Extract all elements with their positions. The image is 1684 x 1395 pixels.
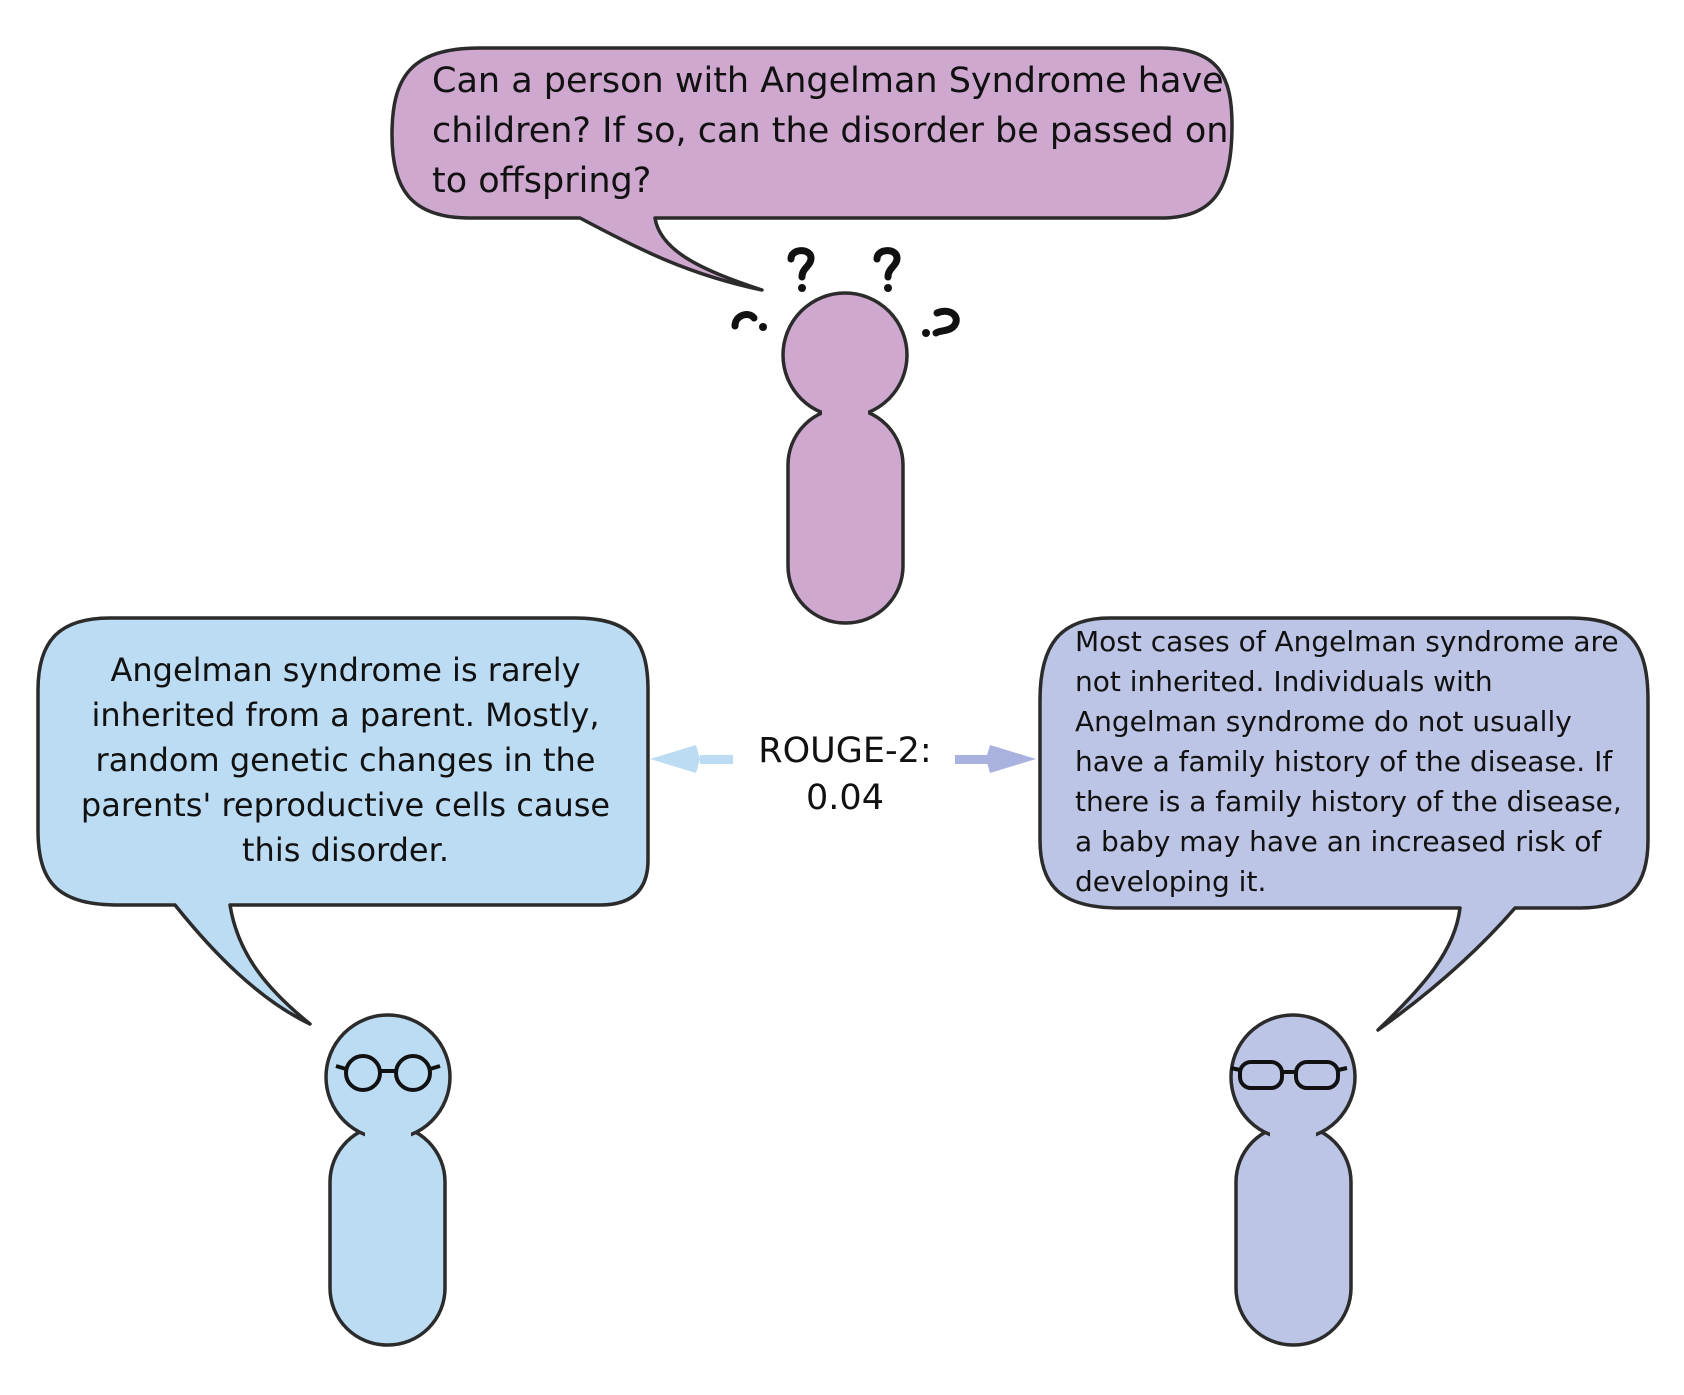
right-answer-bubble: [1038, 616, 1650, 1032]
rectangular-glasses-icon: [1230, 1060, 1348, 1090]
question-mark-dot: [884, 284, 892, 292]
left-answer-bubble: [36, 616, 650, 1026]
right-answerer-figure: [1229, 1013, 1357, 1347]
right-answerer-neck: [1270, 1115, 1316, 1145]
questioner-neck: [822, 395, 868, 425]
question-mark-icon: [787, 247, 815, 281]
question-mark-dot: [798, 284, 806, 292]
metric-value: 0.04: [806, 778, 884, 818]
left-answerer-neck: [365, 1115, 411, 1145]
left-answer-text: Angelman syndrome is rarely inherited fr…: [80, 651, 611, 869]
questioner-body: [786, 406, 905, 625]
question-text: Can a person with Angelman Syndrome have…: [432, 61, 1229, 201]
question-mark-icon: [932, 307, 960, 337]
left-answerer-body: [328, 1123, 447, 1347]
questioner-figure: [781, 291, 909, 625]
question-mark-icon: [873, 247, 901, 281]
right-answerer-body: [1234, 1123, 1353, 1347]
question-mark-dot: [759, 323, 767, 331]
right-arrow-icon: [955, 745, 1036, 773]
question-bubble: [390, 46, 1234, 292]
question-mark-dot: [922, 329, 930, 337]
metric-name: ROUGE-2:: [758, 731, 932, 771]
left-arrow-icon: [650, 745, 733, 773]
question-marks: [731, 247, 960, 337]
right-answer-text: Most cases of Angelman syndrome are not …: [1075, 625, 1622, 898]
metric-label-block: ROUGE-2: 0.04: [740, 728, 950, 822]
left-answerer-figure: [324, 1013, 452, 1347]
round-glasses-icon: [335, 1054, 441, 1092]
question-mark-icon: [731, 311, 758, 330]
